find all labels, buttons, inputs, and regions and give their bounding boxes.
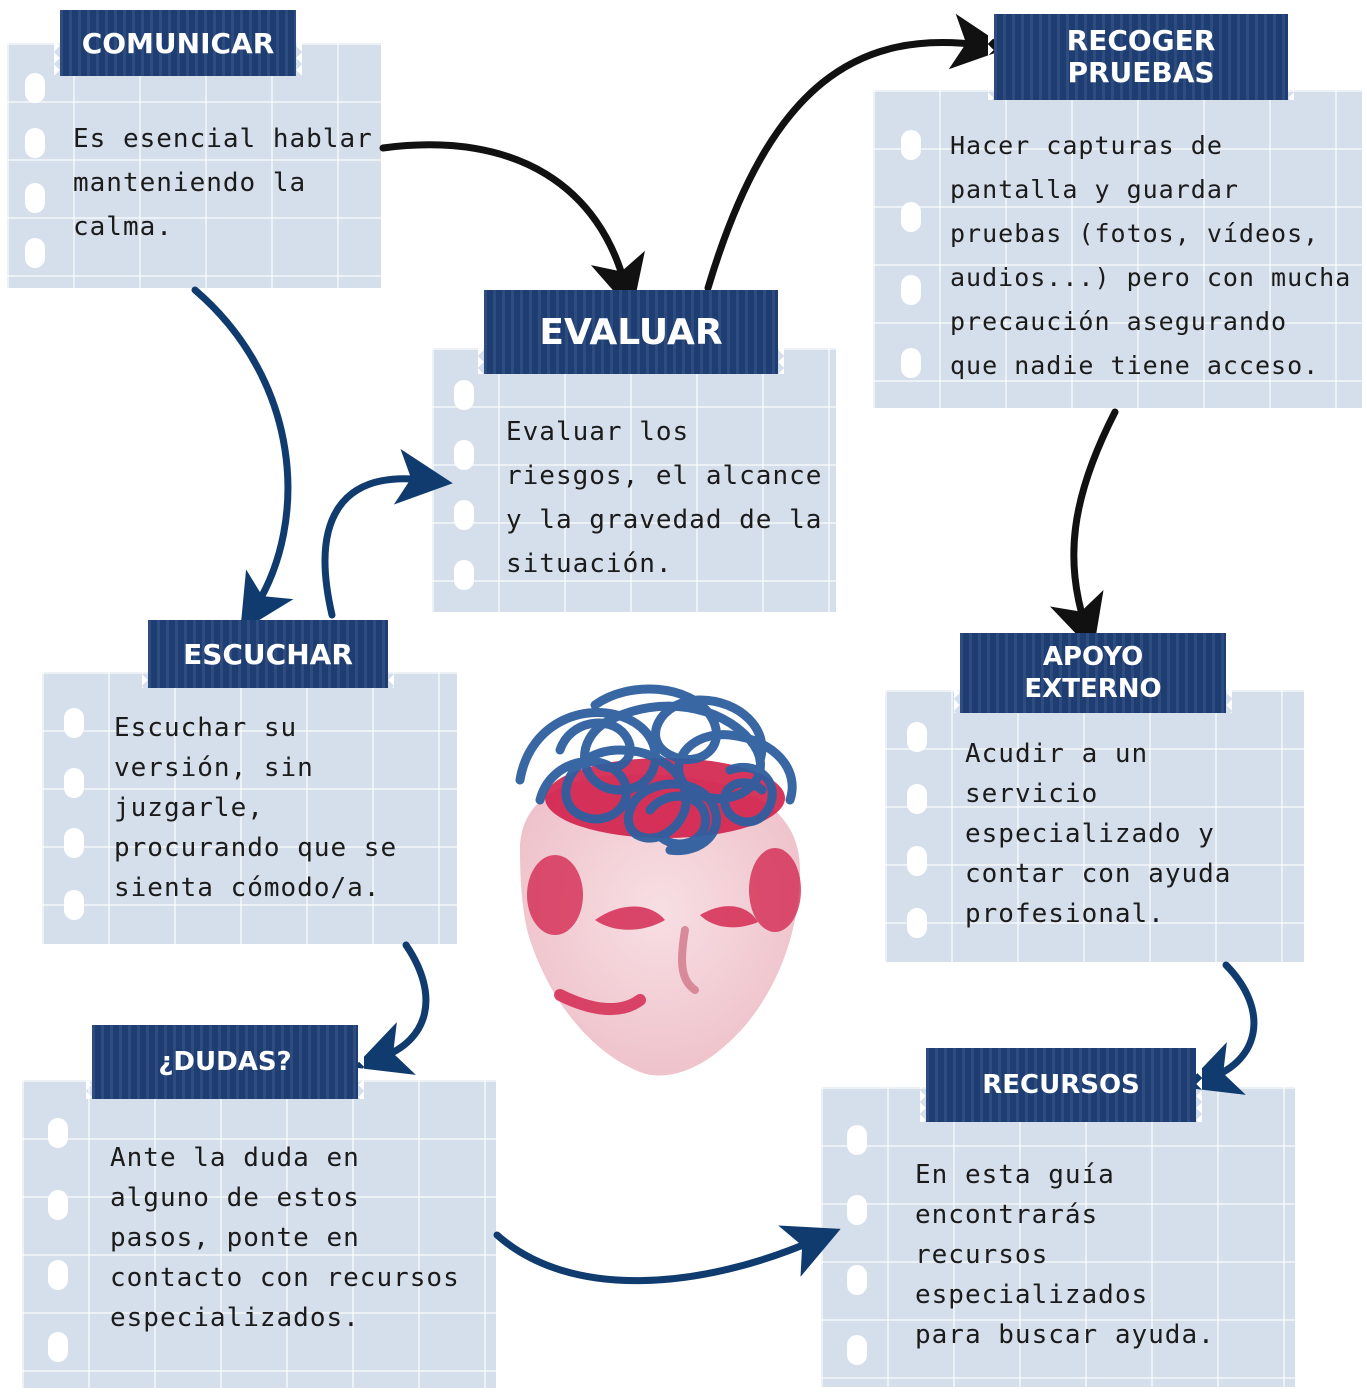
arrow-comunicar-to-evaluar	[379, 141, 645, 313]
arrow-dudas-to-recursos	[493, 1225, 841, 1285]
banner-apoyo-externo: APOYO EXTERNO	[954, 633, 1226, 713]
card-recoger-pruebas: Hacer capturas de pantalla y guardar pru…	[873, 90, 1362, 408]
step-title: ¿DUDAS?	[158, 1047, 292, 1077]
eye-right	[700, 906, 758, 928]
binder-hole	[48, 1332, 68, 1362]
binder-hole	[847, 1125, 867, 1155]
binder-hole	[901, 348, 921, 378]
cheek-left	[527, 855, 583, 935]
binder-hole	[25, 128, 45, 158]
step-title: COMUNICAR	[81, 26, 275, 60]
binder-hole	[454, 560, 474, 590]
binder-hole	[901, 130, 921, 160]
arrow-recoger-to-apoyo	[1050, 408, 1119, 652]
step-text: Acudir a un servicio especializado y con…	[965, 739, 1232, 929]
binder-hole	[64, 828, 84, 858]
mouth	[554, 989, 646, 1016]
arrow-escuchar-to-dudas	[353, 941, 430, 1075]
step-title: RECURSOS	[982, 1070, 1140, 1100]
step-text: Ante la duda en alguno de estos pasos, p…	[110, 1143, 460, 1333]
banner-recoger-pruebas: RECOGER PRUEBAS	[988, 14, 1288, 100]
binder-hole	[48, 1190, 68, 1220]
step-text: Evaluar los riesgos, el alcance y la gra…	[506, 417, 823, 579]
card-recursos: En esta guía encontrarás recursos especi…	[821, 1087, 1295, 1387]
card-apoyo-externo: Acudir a un servicio especializado y con…	[885, 690, 1304, 962]
arrow-comunicar-to-escuchar	[191, 286, 294, 632]
binder-hole	[25, 238, 45, 268]
binder-hole	[454, 380, 474, 410]
binder-hole	[64, 768, 84, 798]
binder-hole	[907, 846, 927, 876]
binder-hole	[25, 73, 45, 103]
arrow-evaluar-to-recoger	[704, 13, 1008, 292]
step-text: Es esencial hablar manteniendo la calma.	[73, 124, 373, 242]
banner-escuchar: ESCUCHAR	[142, 620, 388, 688]
binder-hole	[907, 908, 927, 938]
binder-hole	[48, 1118, 68, 1148]
binder-hole	[847, 1195, 867, 1225]
binder-hole	[907, 784, 927, 814]
binder-hole	[847, 1265, 867, 1295]
eye-left	[595, 906, 665, 930]
step-title: APOYO EXTERNO	[1024, 642, 1162, 704]
head-with-tangled-scribble-illustration	[515, 684, 801, 1076]
arrow-escuchar-to-evaluar	[321, 448, 453, 619]
banner-dudas: ¿DUDAS?	[86, 1025, 358, 1099]
binder-hole	[907, 722, 927, 752]
face-shape	[520, 774, 800, 1076]
banner-evaluar: EVALUAR	[478, 290, 778, 374]
binder-hole	[64, 890, 84, 920]
step-title: EVALUAR	[539, 311, 723, 353]
card-escuchar: Escuchar su versión, sin juzgarle, procu…	[42, 672, 457, 944]
step-text: En esta guía encontrarás recursos especi…	[915, 1160, 1215, 1350]
banner-recursos: RECURSOS	[920, 1048, 1196, 1122]
arrow-apoyo-to-recursos	[1183, 961, 1258, 1095]
binder-hole	[64, 708, 84, 738]
step-text: Escuchar su versión, sin juzgarle, procu…	[114, 713, 398, 903]
binder-hole	[901, 275, 921, 305]
banner-comunicar: COMUNICAR	[54, 10, 296, 76]
step-title: ESCUCHAR	[183, 637, 353, 671]
step-title: RECOGER PRUEBAS	[1066, 24, 1216, 89]
card-dudas: Ante la duda en alguno de estos pasos, p…	[22, 1080, 496, 1388]
binder-hole	[847, 1335, 867, 1365]
binder-hole	[25, 183, 45, 213]
tangled-scribble	[515, 684, 797, 856]
card-comunicar: Es esencial hablar manteniendo la calma.	[7, 43, 381, 288]
nose	[678, 926, 699, 994]
cheek-right	[749, 848, 801, 932]
binder-hole	[48, 1260, 68, 1290]
card-evaluar: Evaluar los riesgos, el alcance y la gra…	[432, 348, 836, 612]
step-text: Hacer capturas de pantalla y guardar pru…	[950, 131, 1352, 380]
binder-hole	[454, 500, 474, 530]
binder-hole	[454, 440, 474, 470]
binder-hole	[901, 202, 921, 232]
